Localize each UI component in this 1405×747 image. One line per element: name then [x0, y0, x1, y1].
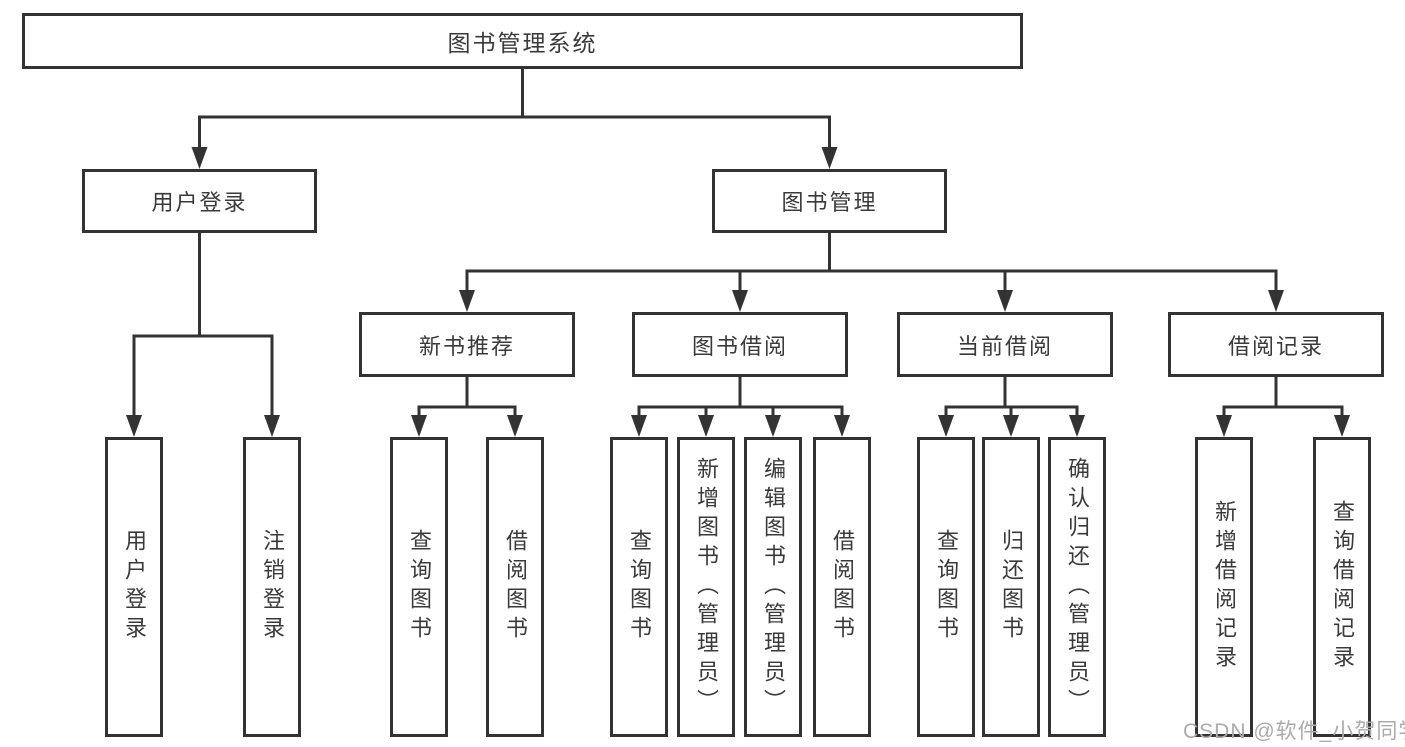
node-borrow-records-label: 借阅记录	[1227, 333, 1324, 359]
leaf-recommend-borrow-books: 借阅图书	[486, 437, 544, 737]
leaf-query-borrow-record: 查询借阅记录	[1313, 437, 1371, 737]
node-user-login-label: 用户登录	[151, 190, 248, 215]
leaf-borrowing-borrow-books-label: 借阅图书	[830, 529, 855, 645]
leaf-recommend-query-books-label: 查询图书	[407, 529, 432, 645]
leaf-borrowing-query-books: 查询图书	[610, 437, 668, 737]
node-user-login: 用户登录	[82, 169, 317, 233]
leaf-add-book-admin: 新增图书（管理员）	[677, 437, 735, 737]
leaf-edit-book-admin-label: 编辑图书（管理员）	[761, 456, 786, 718]
leaf-borrowing-borrow-books: 借阅图书	[813, 437, 871, 737]
node-current-borrowing-label: 当前借阅	[956, 333, 1053, 359]
node-book-borrowing-label: 图书借阅	[691, 333, 788, 359]
node-root: 图书管理系统	[22, 13, 1023, 69]
node-root-label: 图书管理系统	[447, 30, 598, 56]
node-borrow-records: 借阅记录	[1168, 312, 1384, 377]
node-new-book-recommend: 新书推荐	[359, 312, 575, 377]
leaf-confirm-return-admin-label: 确认归还（管理员）	[1065, 456, 1090, 718]
csdn-watermark: CSDN @软件_小贺同学	[1183, 720, 1405, 743]
node-book-management: 图书管理	[712, 169, 947, 233]
leaf-recommend-borrow-books-label: 借阅图书	[503, 529, 528, 645]
node-new-book-recommend-label: 新书推荐	[418, 333, 515, 359]
leaf-borrowing-query-books-label: 查询图书	[627, 529, 652, 645]
node-current-borrowing: 当前借阅	[897, 312, 1113, 377]
leaf-add-book-admin-label: 新增图书（管理员）	[694, 456, 719, 718]
leaf-current-query-books-label: 查询图书	[934, 529, 959, 645]
leaf-return-book: 归还图书	[982, 437, 1040, 737]
leaf-add-borrow-record: 新增借阅记录	[1195, 437, 1253, 737]
leaf-return-book-label: 归还图书	[999, 529, 1024, 645]
leaf-edit-book-admin: 编辑图书（管理员）	[744, 437, 802, 737]
leaf-logout-label: 注销登录	[260, 529, 285, 645]
leaf-current-query-books: 查询图书	[917, 437, 975, 737]
leaf-confirm-return-admin: 确认归还（管理员）	[1048, 437, 1106, 737]
leaf-user-login: 用户登录	[105, 437, 163, 737]
leaf-user-login-label: 用户登录	[122, 529, 147, 645]
leaf-query-borrow-record-label: 查询借阅记录	[1330, 500, 1355, 674]
leaf-recommend-query-books: 查询图书	[390, 437, 448, 737]
leaf-logout: 注销登录	[243, 437, 301, 737]
leaf-add-borrow-record-label: 新增借阅记录	[1212, 500, 1237, 674]
node-book-borrowing: 图书借阅	[632, 312, 848, 377]
node-book-management-label: 图书管理	[781, 190, 878, 215]
